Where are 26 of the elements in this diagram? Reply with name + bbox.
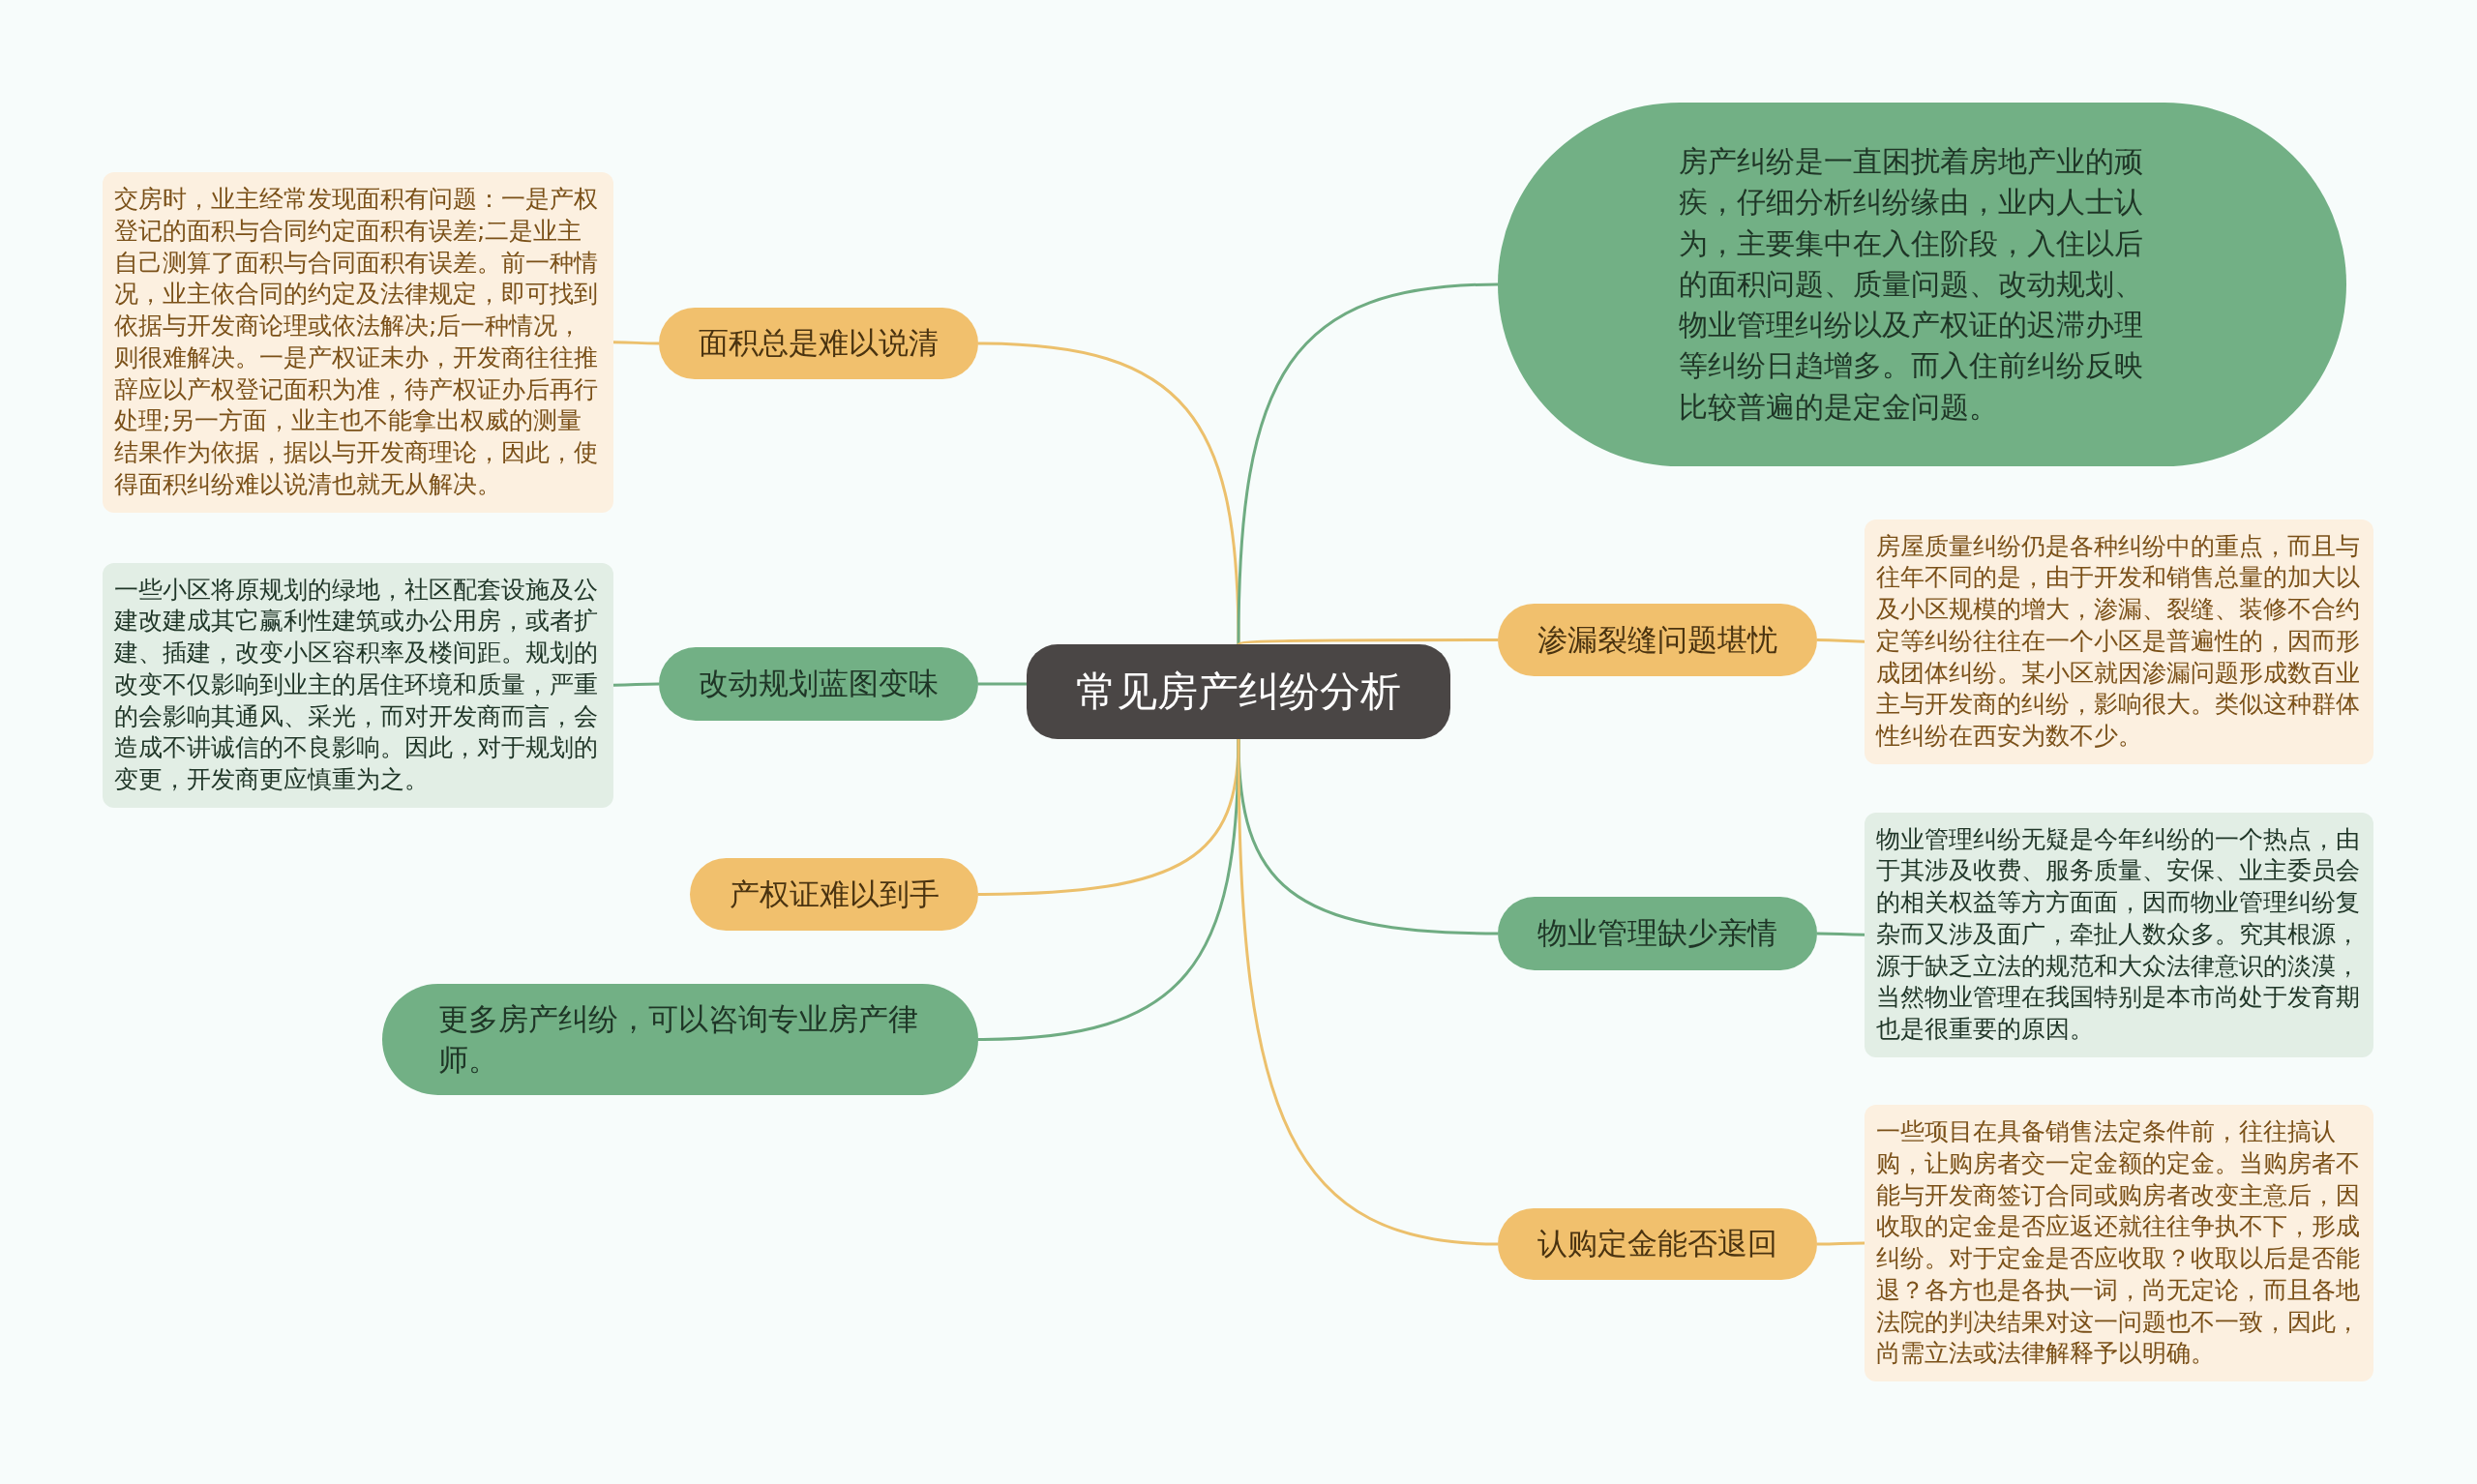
branch-line — [1817, 932, 1865, 936]
topic-text: 物业管理纠纷无疑是今年纠纷的一个热点，由于其涉及收费、服务质量、安保、业主委员会的相关权益等方方面面，因而物业管理纠纷复杂而又涉及面广，牵扯人数众多。究其根源，源于缺乏立法的规范和大众法律意识的淡漠，当然物业管理在我国特别是本市尚处于发育期也是很重要的原因。 — [1876, 823, 2361, 1045]
topic-text: 物业管理缺少亲情 — [1537, 914, 1777, 952]
branch-line — [613, 341, 659, 345]
topic-text: 产权证难以到手 — [729, 875, 940, 913]
topic-text: 改动规划蓝图变味 — [699, 665, 939, 702]
topic-text: 认购定金能否退回 — [1537, 1225, 1777, 1262]
branch-line — [613, 682, 659, 687]
branch-line — [1238, 638, 1498, 646]
central-topic — [1027, 644, 1450, 739]
topic-text: 房屋质量纠纷仍是各种纠纷中的重点，而且与往年不同的是，由于开发和销售总量的加大以及小区规模的增大，渗漏、裂缝、装修不合约定等纠纷往往在一个小区是普遍性的，因而形成团体纠纷。某小区就因渗漏问题形成数百业主与开发商的纠纷，影响很大。类似这种群体性纠纷在西安为数不少。 — [1876, 530, 2361, 752]
branch-line — [977, 738, 1240, 1041]
topic-text: 交房时，业主经常发现面积有问题：一是产权登记的面积与合同约定面积有误差;二是业主自己测算了面积与合同面积有误差。前一种情况，业主依合同的约定及法律规定，即可找到依据与开发商论理或依法解决;后一种情况，则很难解决。一是产权证未办，开发商往往推辞应以产权登记面积为准，待产权证办后再行处理;另一方面，业主也不能拿出权威的测量结果作为依据，据以与开发商理论，因此，使得面积纠纷难以说清也就无从解决。 — [114, 184, 599, 500]
topic-text: 一些项目在具备销售法定条件前，往往搞认购，让购房者交一定金额的定金。当购房者不能与开发商签订合同或购房者改变主意后，因收取的定金是否应返还就往往争执不下，形成纠纷。对于定金是否应收取？收取以后是否能退？各方也是各执一词，尚无定论，而且各地法院的判决结果对这一问题也不一致，因此，尚需立法或法律解释予以明确。 — [1876, 1116, 2361, 1370]
topic-text: 常见房产纠纷分析 — [1076, 667, 1401, 717]
topic-text: 房产纠纷是一直困扰着房地产业的顽疾，仔细分析纠纷缘由，业内人士认为，主要集中在入住阶段，入住以后的面积问题、质量问题、改动规划、物业管理纠纷以及产权证的迟滞办理等纠纷日趋增多。而入住前纠纷反映比较普遍的是定金问题。 — [1679, 142, 2144, 426]
topic-text: 渗漏裂缝问题堪忧 — [1537, 620, 1777, 659]
topic-text: 一些小区将原规划的绿地，社区配套设施及公建改建成其它赢利性建筑或办公用房，或者扩建、插建，改变小区容积率及楼间距。规划的改变不仅影响到业主的居住环境和质量，严重的会影响其通风、采光，而对开发商而言，会造成不讲诚信的不良影响。因此，对于规划的变更，开发商更应慎重为之。 — [114, 574, 599, 795]
topic-text: 面积总是难以说清 — [699, 324, 939, 362]
branch-line — [1817, 638, 1865, 643]
branch-line — [978, 682, 1027, 686]
branch-line — [1237, 282, 1499, 645]
topic-text: 更多房产纠纷，可以咨询专业房产律师。 — [438, 999, 919, 1079]
branch-line — [977, 341, 1240, 645]
branch-line — [1817, 1241, 1865, 1246]
branch-line — [1237, 739, 1499, 1246]
